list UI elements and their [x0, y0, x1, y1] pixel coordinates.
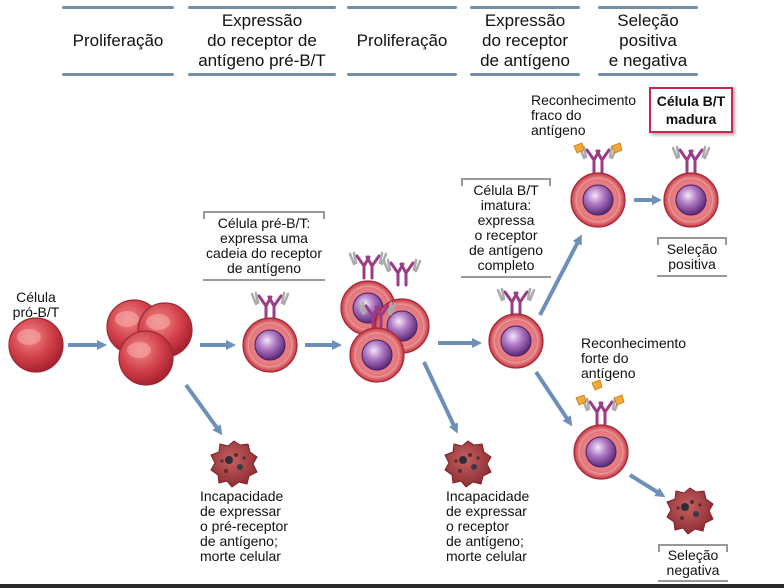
header-text: Seleção positiva e negativa — [608, 11, 688, 70]
mature-cell-label: Célula B/T madura — [649, 87, 733, 133]
weak-recognition-cell — [570, 142, 626, 228]
strong-recognition-cell — [573, 379, 629, 480]
pre-cell — [242, 291, 298, 373]
positive-selection-label: Seleção positiva — [657, 237, 727, 277]
dead-cell-2 — [444, 440, 492, 488]
proliferating-cells-1 — [106, 299, 193, 386]
header-text: Proliferação — [356, 31, 448, 50]
pro-cell — [8, 317, 64, 373]
header-text: Proliferação — [72, 31, 164, 50]
mature-cell — [663, 145, 719, 228]
header-proliferation-1: Proliferação — [62, 4, 174, 78]
immature-cell-label: Célula B/T imatura: expressa o receptor … — [461, 178, 551, 278]
bottom-border — [0, 584, 784, 588]
header-receptor-expression: Expressão do receptor de antígeno — [470, 4, 580, 78]
header-positive-negative-selection: Seleção positiva e negativa — [598, 4, 698, 78]
death-pre-receptor-label: Incapacidade de expressar o pré-receptor… — [200, 488, 288, 564]
dead-cell-3 — [666, 487, 714, 535]
pro-cell-label: Célula pró-B/T — [12, 289, 60, 320]
pre-cell-label: Célula pré-B/T: expressa uma cadeia do r… — [203, 211, 325, 281]
weak-recognition-label: Reconhecimento fraco do antígeno — [531, 92, 637, 138]
header-proliferation-2: Proliferação — [347, 4, 457, 78]
strong-recognition-label: Reconhecimento forte do antígeno — [581, 335, 687, 381]
header-text: Expressão do receptor de antígeno — [480, 11, 570, 70]
header-pre-receptor-expression: Expressão do receptor de antígeno pré-B/… — [188, 4, 336, 78]
negative-selection-label: Seleção negativa — [658, 544, 728, 582]
header-text: Expressão do receptor de antígeno pré-B/… — [198, 11, 326, 70]
proliferating-cells-2 — [340, 251, 430, 383]
dead-cell-1 — [210, 440, 258, 488]
immature-cell — [488, 287, 544, 369]
flow-arrows — [68, 195, 666, 498]
death-receptor-label: Incapacidade de expressar o receptor de … — [446, 488, 530, 564]
